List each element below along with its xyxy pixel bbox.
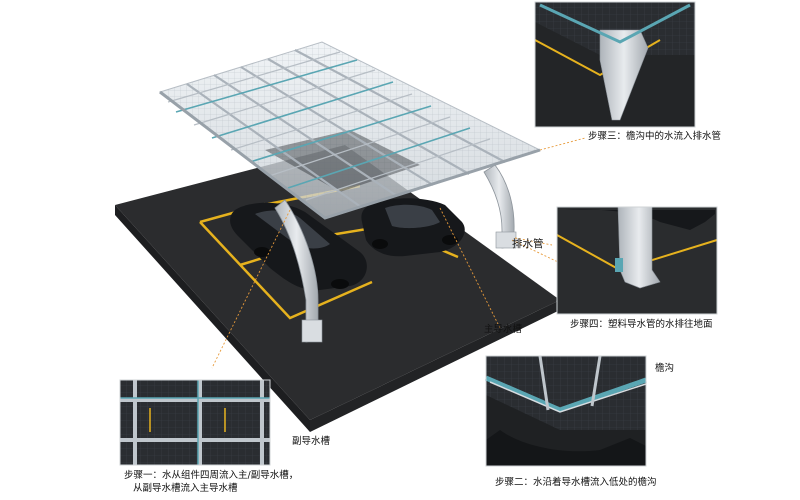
car-right bbox=[361, 198, 465, 257]
leader-lines bbox=[211, 137, 586, 369]
label-drain-pipe: 排水管 bbox=[512, 238, 544, 250]
inset-step3 bbox=[534, 1, 696, 128]
pillar-back bbox=[483, 164, 517, 249]
solar-roof bbox=[158, 41, 542, 220]
inset-step4 bbox=[556, 206, 718, 315]
label-step3: 步骤三：檐沟中的水流入排水管 bbox=[588, 131, 722, 142]
label-step1-line1: 步骤一：水从组件四周流入主/副导水槽， bbox=[124, 470, 299, 481]
label-step2: 步骤二：水沿着导水槽流入低处的檐沟 bbox=[495, 477, 657, 488]
label-gutter: 檐沟 bbox=[655, 363, 675, 374]
label-main-channel: 主导水槽 bbox=[484, 324, 523, 335]
label-step4: 步骤四：塑料导水管的水排往地面 bbox=[570, 319, 713, 330]
pillar-front bbox=[274, 199, 323, 343]
label-sub-channel: 副导水槽 bbox=[292, 436, 331, 447]
inset-step2 bbox=[485, 355, 647, 467]
inset-step1 bbox=[119, 379, 271, 466]
label-step1-line2: 从副导水槽流入主导水槽 bbox=[133, 483, 238, 494]
